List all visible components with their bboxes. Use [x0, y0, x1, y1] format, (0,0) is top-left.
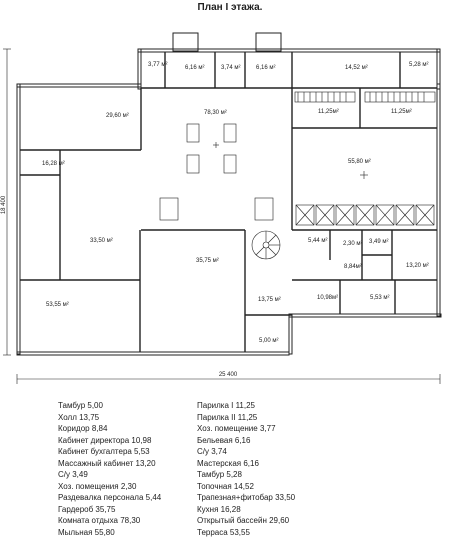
room-label: 5,28 м² [409, 62, 428, 68]
room-label: 5,53 м² [370, 295, 389, 301]
room-label: 3,49 м² [369, 239, 388, 245]
sauna-benches [295, 92, 435, 102]
legend-item: Гардероб 35,75 [58, 504, 161, 516]
room-label: 11,25м² [318, 109, 339, 115]
room-label: 33,50 м² [90, 238, 113, 244]
room-label: 11,25м² [391, 109, 412, 115]
room-label: 3,74 м² [221, 65, 240, 71]
shower-stalls [296, 171, 434, 225]
interior-walls [20, 52, 437, 352]
exterior-walls [17, 33, 441, 355]
lounge-tables [160, 124, 273, 220]
height-dimension: 18 400 [1, 195, 7, 214]
legend-item: Тамбур 5,00 [58, 400, 161, 412]
legend-item: Холл 13,75 [58, 412, 161, 424]
room-label: 14,52 м² [345, 65, 368, 71]
room-label: 13,75 м² [258, 297, 281, 303]
room-label: 5,00 м² [259, 338, 278, 344]
legend-item: Массажный кабинет 13,20 [58, 458, 161, 470]
room-label: 55,80 м² [348, 159, 371, 165]
legend-item: Мыльная 55,80 [58, 527, 161, 538]
legend-item: Топочная 14,52 [197, 481, 295, 493]
room-label: 78,30 м² [204, 110, 227, 116]
legend-item: Бельевая 6,16 [197, 435, 295, 447]
room-label: 3,77 м² [148, 62, 167, 68]
room-label: 6,16 м² [185, 65, 204, 71]
legend-item: Хоз. помещения 2,30 [58, 481, 161, 493]
legend-item: Трапезная+фитобар 33,50 [197, 492, 295, 504]
legend-item: Открытый бассейн 29,60 [197, 515, 295, 527]
room-label: 5,44 м² [308, 238, 327, 244]
legend-item: Раздевалка персонала 5,44 [58, 492, 161, 504]
room-label: 13,20 м² [406, 263, 429, 269]
legend-item: С/у 3,49 [58, 469, 161, 481]
dimension-lines [3, 49, 440, 384]
legend-item: Комната отдыха 78,30 [58, 515, 161, 527]
legend-item: Кухня 16,28 [197, 504, 295, 516]
legend-item: Тамбур 5,28 [197, 469, 295, 481]
legend-item: Коридор 8,84 [58, 423, 161, 435]
room-label: 35,75 м² [196, 258, 219, 264]
width-dimension: 25 400 [219, 372, 238, 378]
legend-item: С/у 3,74 [197, 446, 295, 458]
room-label: 10,98м² [317, 295, 338, 301]
room-label: 29,60 м² [106, 113, 129, 119]
spiral-staircase [252, 231, 280, 259]
floor-plan: 25 400 18 400 3,77 м² 6,16 м² 3,74 м² 6,… [0, 0, 460, 395]
room-label: 2,30 м² [343, 241, 362, 247]
legend-item: Хоз. помещение 3,77 [197, 423, 295, 435]
room-label: 6,16 м² [256, 65, 275, 71]
legend-item: Кабинет директора 10,98 [58, 435, 161, 447]
legend-item: Кабинет бухгалтера 5,53 [58, 446, 161, 458]
legend-item: Парилка II 11,25 [197, 412, 295, 424]
room-label: 53,55 м² [46, 302, 69, 308]
legend-item: Парилка I 11,25 [197, 400, 295, 412]
room-label: 16,28 м² [42, 161, 65, 167]
legend-item: Мастерская 6,16 [197, 458, 295, 470]
legend-item: Терраса 53,55 [197, 527, 295, 538]
room-label: 8,84м² [344, 264, 362, 270]
room-labels: 3,77 м² 6,16 м² 3,74 м² 6,16 м² 14,52 м²… [42, 62, 429, 344]
